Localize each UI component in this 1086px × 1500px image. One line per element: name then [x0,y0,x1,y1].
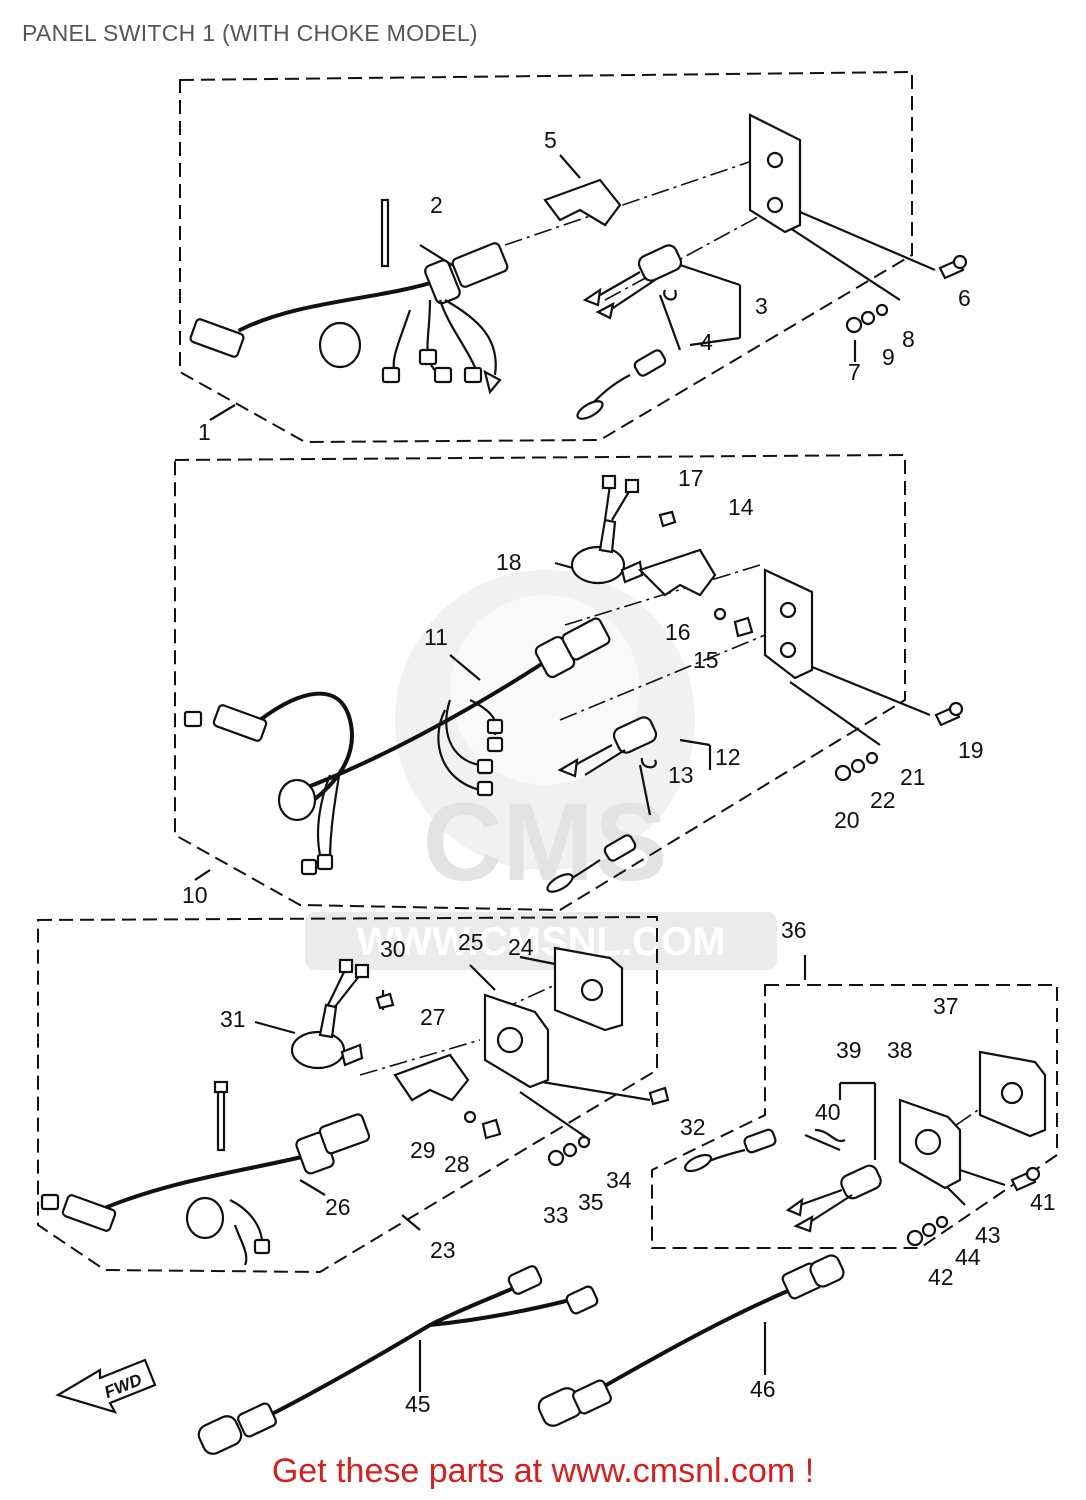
part-label-14: 14 [728,494,754,520]
washer-8 [875,303,889,317]
screw-15 [733,616,754,638]
panel-plate-group10 [763,568,814,680]
nut-7 [845,316,863,334]
part-label-17: 17 [678,465,704,491]
panel-plate-group1 [748,113,802,234]
washer-34 [577,1135,591,1149]
part-label-28: 28 [444,1151,470,1177]
nut-42 [906,1229,924,1247]
part-label-45: 45 [405,1391,431,1417]
part-label-13: 13 [668,762,694,788]
part-label-37: 37 [933,993,959,1019]
washer-9 [860,310,876,326]
choke-cable-4 [576,289,682,420]
choke-switch-12 [557,716,658,778]
main-switch-harness-2 [189,198,509,395]
extension-harness-45 [197,1265,599,1455]
footer-promo-link[interactable]: Get these parts at www.cmsnl.com ! [271,1452,815,1490]
choke-switch-18 [570,474,644,585]
part-label-5: 5 [544,127,557,153]
part-label-6: 6 [958,285,971,311]
part-label-9: 9 [882,344,895,370]
fwd-direction-arrow: FWD [55,1358,157,1414]
choke-cable-13 [546,757,657,893]
washer-35 [562,1142,578,1158]
part-label-32: 32 [680,1114,706,1140]
group-23-outline [37,915,658,1274]
part-label-34: 34 [606,1167,632,1193]
part-label-4: 4 [700,329,713,355]
part-label-25: 25 [458,929,484,955]
main-switch-harness-26 [40,1080,371,1266]
nut-20 [834,764,852,782]
extension-harness-46 [537,1254,845,1427]
part-label-19: 19 [958,737,984,763]
part-label-39: 39 [836,1037,862,1063]
part-label-38: 38 [887,1037,913,1063]
part-label-15: 15 [693,647,719,673]
washer-44 [921,1222,937,1238]
part-label-2: 2 [430,192,443,218]
part-label-3: 3 [755,293,768,319]
part-label-21: 21 [900,764,926,790]
part-label-36: 36 [781,917,807,943]
bracket-27 [393,1053,470,1102]
group-10-outline [174,453,906,912]
washer-21 [865,751,879,765]
part-label-35: 35 [578,1189,604,1215]
watermark-url-text: WWW.CMSNL.COM [357,920,726,964]
choke-cable-40 [683,1128,846,1173]
washer-43 [935,1215,949,1229]
part-label-20: 20 [834,807,860,833]
bracket-14 [637,548,717,597]
washer-16 [713,607,727,621]
screw-28 [481,1118,502,1140]
part-label-42: 42 [928,1264,954,1290]
part-label-11: 11 [424,624,448,650]
part-label-33: 33 [543,1202,569,1228]
nut-17 [658,510,677,528]
part-label-31: 31 [220,1006,246,1032]
choke-switch-31 [290,958,370,1070]
part-label-12: 12 [715,744,741,770]
main-switch-harness-11 [183,617,611,876]
part-label-41: 41 [1030,1189,1056,1215]
part-label-1: 1 [198,419,211,445]
washer-29 [463,1110,477,1124]
part-number-labels: 1 2 3 4 5 6 7 8 9 10 11 12 13 14 15 16 1… [182,127,1056,1417]
part-label-8: 8 [902,326,915,352]
part-label-16: 16 [665,619,691,645]
part-label-10: 10 [182,882,208,908]
part-label-40: 40 [815,1099,841,1125]
part-label-43: 43 [975,1222,1001,1248]
part-label-18: 18 [496,549,522,575]
choke-switch-3 [582,244,683,320]
part-label-27: 27 [420,1004,446,1030]
nut-33 [547,1149,565,1167]
choke-switch-39 [785,1164,882,1233]
group-36-outline [651,984,1058,1249]
bracket-5 [543,178,622,227]
washer-22 [850,758,866,774]
screw-32 [648,1086,670,1106]
nut-30 [375,992,395,1010]
part-label-30: 30 [380,936,406,962]
page-title: PANEL SWITCH 1 (WITH CHOKE MODEL) [22,20,478,46]
part-label-7: 7 [848,359,861,385]
part-label-24: 24 [508,934,534,960]
part-label-22: 22 [870,787,896,813]
part-label-29: 29 [410,1137,436,1163]
part-label-26: 26 [325,1194,351,1220]
part-label-44: 44 [955,1244,981,1270]
part-label-46: 46 [750,1376,776,1402]
part-label-23: 23 [430,1237,456,1263]
